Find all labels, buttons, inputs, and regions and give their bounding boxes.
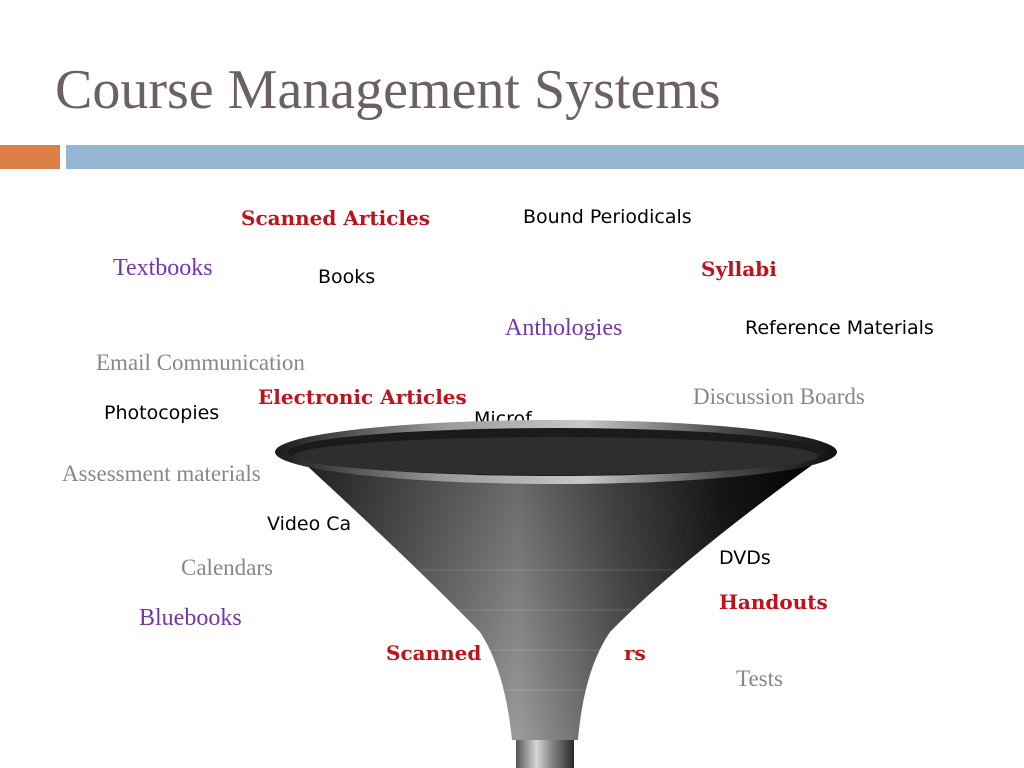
word-electronic-articles: Electronic Articles — [258, 385, 467, 409]
word-calendars: Calendars — [181, 555, 273, 580]
word-handouts: Handouts — [719, 590, 828, 614]
accent-bar-orange — [0, 145, 60, 169]
word-dvds: DVDs — [719, 547, 771, 569]
word-email-communication: Email Communication — [96, 350, 305, 375]
word-reference-materials: Reference Materials — [745, 317, 934, 339]
word-bound-periodicals: Bound Periodicals — [523, 206, 692, 228]
word-bluebooks: Bluebooks — [139, 605, 242, 631]
word-tests: Tests — [736, 666, 783, 691]
word-assessment-materials: Assessment materials — [62, 461, 261, 486]
slide-title: Course Management Systems — [55, 59, 721, 121]
accent-bar-blue — [66, 145, 1024, 169]
word-discussion-boards: Discussion Boards — [693, 384, 865, 409]
word-scanned-articles: Scanned Articles — [241, 206, 430, 230]
word-photocopies: Photocopies — [104, 402, 220, 424]
word-syllabi: Syllabi — [701, 257, 777, 281]
word-textbooks: Textbooks — [113, 255, 213, 281]
word-scanned-partial: Scanned — [386, 641, 482, 665]
word-microforms-partial: Microf — [474, 408, 532, 430]
word-books: Books — [318, 266, 376, 288]
word-scanned-partial-end: rs — [624, 641, 646, 665]
word-anthologies: Anthologies — [505, 315, 623, 341]
word-video-partial: Video Ca — [267, 513, 352, 535]
